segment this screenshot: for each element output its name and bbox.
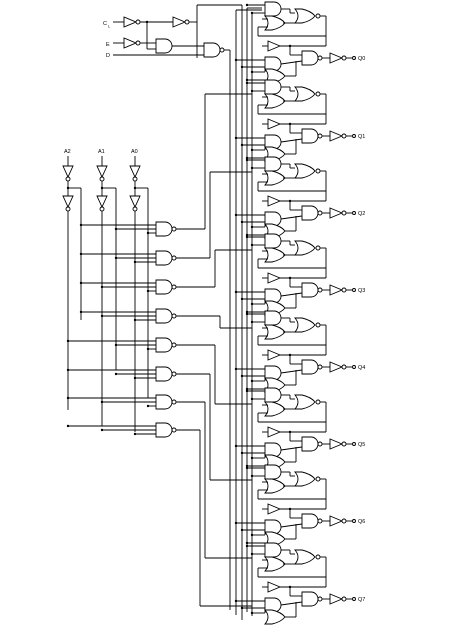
decoder-gate-7 [155,422,177,438]
latch-or-gate [264,93,286,109]
enable-label: E [106,42,110,48]
latch-nor-gate [294,317,321,333]
latch-and-gate [264,464,282,480]
latch-nand-gate [301,591,323,607]
data-label: D [106,53,110,59]
output-label: Q5 [358,442,365,448]
latch-and-gate [264,79,282,95]
latch-and-gate [264,233,282,249]
decoder-gate-1 [155,250,177,266]
output-label: Q2 [358,211,365,217]
decoder-gate-4 [155,337,177,353]
latch-stage-4: Q4 [234,310,365,393]
latch-nor-gate [294,86,321,102]
latch-nand-gate [301,282,323,298]
latch-or-gate [264,324,286,340]
latch-and-gate [264,156,282,172]
latch-stage-3: Q3 [234,233,365,316]
latch-buffer [267,581,281,593]
latch-nand-gate [301,436,323,452]
latch-nand-gate [301,128,323,144]
output-label: Q7 [358,597,365,603]
decoder-gate-3 [155,308,177,324]
latch-nor-gate [294,394,321,410]
latch-or-gate-2 [264,609,286,625]
latch-stage-0: Q0 [234,1,365,84]
a0-inverter [129,165,141,182]
latch-nor-gate [294,240,321,256]
output-label: Q1 [358,134,365,140]
address-label-a0: A0 [131,149,138,155]
a2-inverter-2 [62,195,74,212]
address-decoder [66,93,252,607]
decoder-gate-2 [155,279,177,295]
latch-nor-gate [294,549,321,565]
clear-label: C [103,21,107,27]
latch-nand-gate [301,50,323,66]
latch-nand-gate [301,359,323,375]
latch-nor-gate [294,163,321,179]
latch-and-gate [264,542,282,558]
address-label-a2: A2 [64,149,71,155]
latch-stage-5: Q5 [234,387,365,470]
a2-inverter [62,165,74,182]
latch-nor-gate [294,471,321,487]
output-label: Q4 [358,365,365,371]
latch-or-gate [264,478,286,494]
output-label: Q3 [358,288,365,294]
decoder-gate-6 [155,394,177,410]
data-nand-gate [203,42,225,58]
output-inverter [329,130,347,142]
latch-stage-1: Q1 [234,79,365,162]
latch-or-gate [264,170,286,186]
output-inverter [329,515,347,527]
latch-buffer [267,118,281,130]
latch-or-gate [264,556,286,572]
latch-or-gate [264,15,286,31]
latch-and-gate [264,1,282,17]
latch-and-gate [264,310,282,326]
output-inverter [329,593,347,605]
enable-inverter [123,37,141,49]
decoder-gate-5 [155,366,177,382]
a1-inverter [96,165,108,182]
enable-and-gate [155,38,173,54]
latch-buffer [267,349,281,361]
a1-inverter-2 [96,195,108,212]
latch-nor-gate [294,8,321,24]
clear-inverter-2 [172,16,190,28]
latch-or-gate [264,401,286,417]
latch-or-gate [264,247,286,263]
decoder-gate-0 [155,221,177,237]
latch-buffer [267,40,281,52]
clear-inverter [123,16,141,28]
output-inverter [329,361,347,373]
address-inputs: A2 A1 A0 [62,149,149,432]
latch-buffer [267,503,281,515]
address-label-a1: A1 [98,149,105,155]
latch-buffer [267,272,281,284]
latch-and-gate [264,387,282,403]
latch-stage-6: Q6 [234,464,365,547]
output-label: Q6 [358,519,365,525]
control-inputs: C L E D [103,4,242,610]
latch-nand-gate [301,205,323,221]
clear-label-subscript: L [108,24,111,29]
latch-stage-2: Q2 [234,156,365,239]
latch-nand-gate [301,513,323,529]
output-inverter [329,438,347,450]
latch-buffer [267,426,281,438]
a0-inverter-2 [129,195,141,212]
output-inverter [329,207,347,219]
latch-stage-7: Q7 [234,542,365,625]
bus-lines [235,5,262,620]
output-label: Q0 [358,56,365,62]
output-inverter [329,52,347,64]
output-inverter [329,284,347,296]
latch-buffer [267,195,281,207]
